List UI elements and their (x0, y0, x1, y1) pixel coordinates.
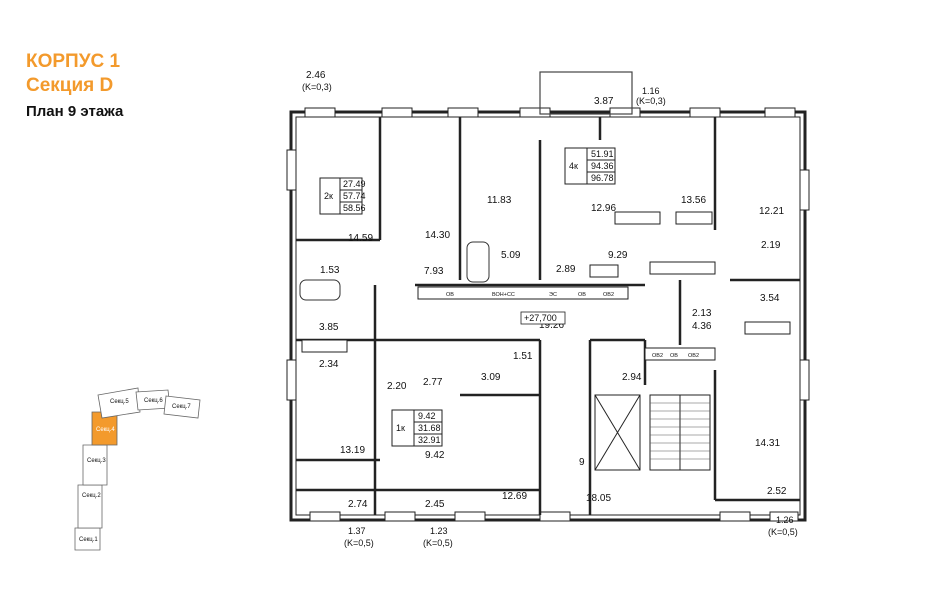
room-area: 1.16 (642, 86, 660, 96)
stair-steps (650, 402, 710, 460)
apt-table-2k (319, 177, 363, 215)
plan-title: КОРПУС 1 Секция D План 9 этажа (26, 50, 123, 123)
apt-area-living: 51.91 (591, 149, 614, 159)
room-area: 5.09 (501, 250, 521, 261)
key-section-2 (77, 484, 103, 529)
bathtubs (299, 241, 490, 301)
room-area: 3.85 (319, 322, 339, 333)
section-label: Секция D (26, 75, 114, 96)
room-area: 11.83 (487, 195, 512, 206)
room-area: 9.42 (425, 450, 445, 461)
room-area: 9.29 (608, 250, 628, 261)
room-area: 12.69 (502, 491, 527, 502)
room-area: 12.21 (759, 206, 784, 217)
key-section-7 (163, 395, 201, 419)
room-area: 2.19 (761, 240, 781, 251)
room-area: 14.59 (348, 233, 373, 244)
room-area: 1.23 (430, 526, 448, 536)
shaft-label: ЭС (549, 292, 557, 298)
key-label-3: Секц.3 (87, 458, 106, 464)
room-area: 3.54 (760, 293, 780, 304)
key-label-6: Секц.6 (144, 398, 163, 404)
room-area: 3.87 (594, 96, 614, 107)
apt-table-1k (391, 409, 443, 447)
room-area: 2.46 (306, 70, 326, 81)
wardrobes (301, 211, 791, 353)
room-area: 7.93 (424, 266, 444, 277)
room-area: 14.31 (755, 438, 780, 449)
shaft-label: ОВ2 (652, 353, 663, 359)
room-area: 1.37 (348, 526, 366, 536)
key-label-5: Секц.5 (110, 399, 129, 405)
room-area: 1.53 (320, 265, 340, 276)
shaft-label: ОВ2 (603, 292, 614, 298)
shaft-label: ОВ2 (688, 353, 699, 359)
apt-rooms-label: 1к (396, 423, 405, 433)
apt-area-living: 27.49 (343, 179, 366, 189)
shaft-label: ВОН+СС (492, 292, 515, 298)
apt-area-full: 96.78 (591, 173, 614, 183)
apt-area-full: 58.56 (343, 203, 366, 213)
room-area: 2.89 (556, 264, 576, 275)
room-area: 13.19 (340, 445, 365, 456)
apt-area-total: 94.36 (591, 161, 614, 171)
key-section-3 (82, 444, 108, 486)
elevation-box (520, 311, 566, 325)
apt-area-living: 9.42 (418, 411, 436, 421)
k-label: (K=0,3) (302, 82, 332, 92)
room-area: 3.09 (481, 372, 501, 383)
room-area: 12.96 (591, 203, 616, 214)
key-section-5 (97, 387, 141, 419)
key-label-7: Секц.7 (172, 404, 191, 410)
floor-label: План 9 этажа (26, 103, 124, 120)
apt-rooms-label: 2к (324, 191, 333, 201)
k-label: (K=0,5) (768, 527, 798, 537)
room-area: 2.77 (423, 377, 443, 388)
elevation-mark: +27,700 (524, 313, 557, 323)
room-area: 4.36 (692, 321, 712, 332)
balcony (539, 71, 633, 115)
room-area: 13.56 (681, 195, 706, 206)
room-area: 2.34 (319, 359, 339, 370)
room-area: 1.26 (776, 515, 794, 525)
k-label: (K=0,5) (344, 538, 374, 548)
room-area: 9 (579, 457, 585, 468)
room-area: 2.20 (387, 381, 407, 392)
building-label: КОРПУС 1 (26, 51, 121, 72)
room-area: 18.05 (586, 493, 611, 504)
key-label-2: Секц.2 (82, 493, 101, 499)
apt-rooms-label: 4к (569, 161, 578, 171)
apt-area-total: 57.74 (343, 191, 366, 201)
key-plan (74, 387, 201, 551)
room-area: 14.30 (425, 230, 450, 241)
apt-table-4k (564, 147, 616, 185)
k-label: (K=0,5) (423, 538, 453, 548)
room-area: 2.94 (622, 372, 642, 383)
windows (286, 107, 810, 522)
shaft-label: ОВ (446, 292, 454, 298)
apt-area-total: 31.68 (418, 423, 441, 433)
apt-area-full: 32.91 (418, 435, 441, 445)
k-label: (K=0,3) (636, 96, 666, 106)
room-area: 2.74 (348, 499, 368, 510)
key-label-1: Секц.1 (79, 537, 98, 543)
shaft-label: ОВ (578, 292, 586, 298)
key-label-4: Секц.4 (96, 427, 115, 433)
shaft-strip (417, 286, 716, 361)
shaft-label: ОВ (670, 353, 678, 359)
interior-walls (296, 117, 800, 515)
room-area: 19.26 (539, 320, 564, 331)
room-area: 2.52 (767, 486, 787, 497)
room-area: 2.13 (692, 308, 712, 319)
room-area: 1.51 (513, 351, 533, 362)
stair-and-elevator (594, 394, 711, 471)
room-labels: 2.46 (K=0,3) 3.87 1.16 (K=0,3) 11.83 13.… (302, 70, 798, 548)
room-area: 2.45 (425, 499, 445, 510)
